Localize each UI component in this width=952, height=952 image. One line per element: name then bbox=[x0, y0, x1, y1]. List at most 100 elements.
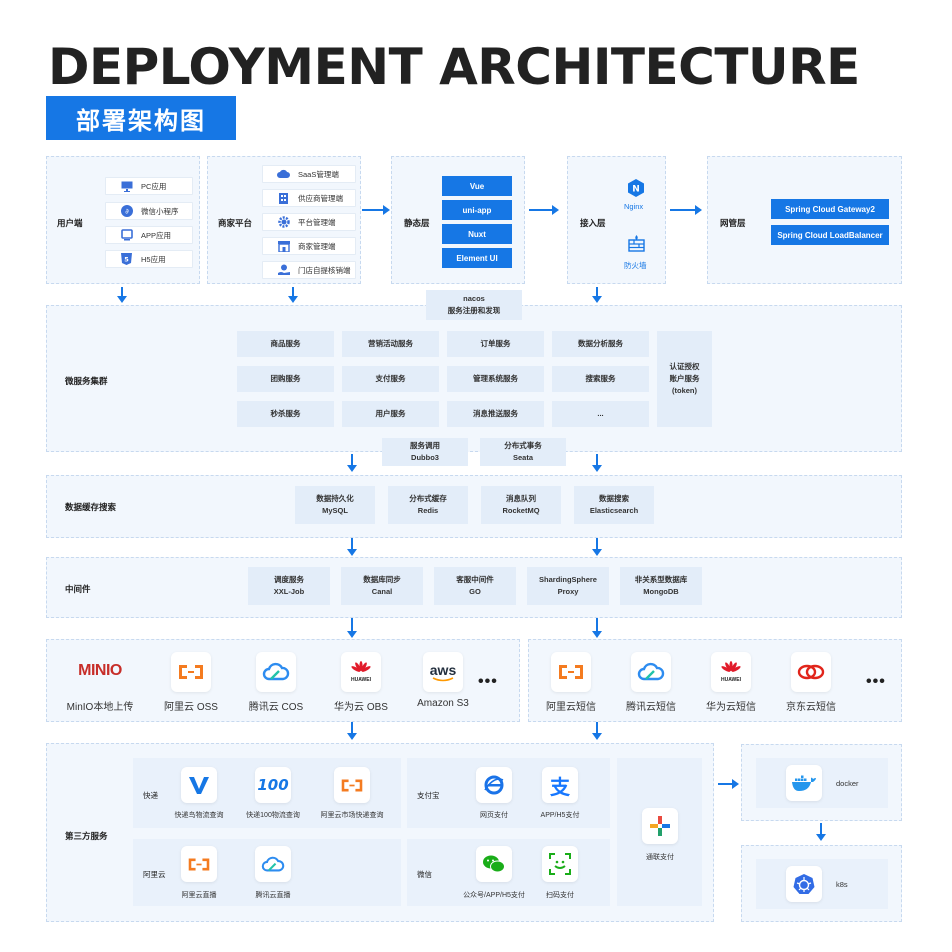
service-product[interactable]: 商品服务 bbox=[237, 331, 334, 357]
static-item-element-ui[interactable]: Element UI bbox=[442, 248, 512, 268]
sms-more: ••• bbox=[866, 673, 886, 690]
arrow-mw-down-right bbox=[592, 618, 602, 638]
service-search[interactable]: 搜索服务 bbox=[552, 366, 649, 392]
client-panel: 用户端 PC应用 ∂ 微信小程序 APP应用 5 H5应用 bbox=[46, 156, 200, 284]
data-elasticsearch[interactable]: 数据搜索 Elasticsearch bbox=[574, 486, 654, 524]
dubbo-box[interactable]: 服务调用 Dubbo3 bbox=[382, 438, 468, 466]
gateway-item-scg[interactable]: Spring Cloud Gateway2 bbox=[771, 199, 889, 219]
middleware-mongodb[interactable]: 非关系型数据库 MongoDB bbox=[620, 567, 702, 605]
minio-logo-text: MINIO bbox=[78, 662, 122, 679]
wechat-item-scan[interactable]: 扫码支付 bbox=[546, 892, 574, 899]
service-push[interactable]: 消息推送服务 bbox=[447, 401, 544, 427]
merchant-item-platform[interactable]: 平台管理端 bbox=[262, 213, 356, 231]
storage-item-aliyun-oss[interactable]: 阿里云 OSS bbox=[164, 702, 218, 713]
arrow-storage-down-left bbox=[347, 722, 357, 740]
seata-box[interactable]: 分布式事务 Seata bbox=[480, 438, 566, 466]
service-analytics[interactable]: 数据分析服务 bbox=[552, 331, 649, 357]
service-payment[interactable]: 支付服务 bbox=[342, 366, 439, 392]
arrow-docker-to-k8s bbox=[816, 823, 826, 841]
middleware-item-line1: 数据库同步 bbox=[363, 575, 401, 584]
seata-line2: Seata bbox=[512, 453, 533, 462]
middleware-xxljob[interactable]: 调度服务 XXL-Job bbox=[248, 567, 330, 605]
web-pay-logo bbox=[476, 767, 512, 803]
merchant-item-supplier[interactable]: 供应商管理端 bbox=[262, 189, 356, 207]
wechat-item-official[interactable]: 公众号/APP/H5支付 bbox=[463, 892, 525, 899]
live-item-aliyun[interactable]: 阿里云直播 bbox=[181, 892, 217, 899]
dubbo-line1: 服务调用 bbox=[410, 441, 440, 450]
merchant-label: 商家平台 bbox=[218, 218, 253, 228]
huawei-sms-logo: HUAWEI bbox=[711, 652, 751, 692]
express-item-aliyun[interactable]: 阿里云市场快递查询 bbox=[320, 812, 384, 819]
scan-pay-logo bbox=[542, 846, 578, 882]
huawei-obs-logo: HUAWEI bbox=[341, 652, 381, 692]
middleware-go[interactable]: 客服中间件 GO bbox=[434, 567, 516, 605]
data-layer-panel: 数据缓存搜索 bbox=[46, 475, 902, 538]
middleware-item-line2: Canal bbox=[371, 587, 393, 596]
service-admin[interactable]: 管理系统服务 bbox=[447, 366, 544, 392]
auth-line3: (token) bbox=[672, 386, 697, 395]
express-item-kuaidi100[interactable]: 快递100物流查询 bbox=[246, 812, 300, 819]
aliyun-express-logo bbox=[334, 767, 370, 803]
tencent-live-logo bbox=[255, 846, 291, 882]
client-item-h5[interactable]: 5 H5应用 bbox=[105, 250, 193, 268]
merchant-item-label: 供应商管理端 bbox=[298, 193, 343, 203]
allinpay-item[interactable]: 通联支付 bbox=[646, 854, 674, 861]
mobile-icon bbox=[120, 229, 133, 242]
middleware-item-line1: ShardingSphere bbox=[539, 575, 597, 584]
arrow-thirdparty-to-docker bbox=[718, 779, 739, 789]
client-item-wechat-mini[interactable]: ∂ 微信小程序 bbox=[105, 202, 193, 220]
service-flashsale[interactable]: 秒杀服务 bbox=[237, 401, 334, 427]
sms-item-aliyun[interactable]: 阿里云短信 bbox=[546, 702, 596, 713]
express-item-kdniao[interactable]: 快递鸟物流查询 bbox=[174, 812, 224, 819]
service-auth[interactable]: 认证授权 账户服务 (token) bbox=[657, 331, 712, 427]
service-groupbuy[interactable]: 团购服务 bbox=[237, 366, 334, 392]
client-item-app[interactable]: APP应用 bbox=[105, 226, 193, 244]
aws-logo-text: aws bbox=[429, 661, 457, 678]
merchant-item-pickup[interactable]: 门店自提核销端 bbox=[262, 261, 356, 279]
static-item-uniapp[interactable]: uni-app bbox=[442, 200, 512, 220]
data-redis[interactable]: 分布式缓存 Redis bbox=[388, 486, 468, 524]
middleware-item-line1: 调度服务 bbox=[274, 575, 304, 584]
data-mysql[interactable]: 数据持久化 MySQL bbox=[295, 486, 375, 524]
service-marketing[interactable]: 营销活动服务 bbox=[342, 331, 439, 357]
middleware-shardingsphere[interactable]: ShardingSphere Proxy bbox=[527, 567, 609, 605]
client-item-label: 微信小程序 bbox=[141, 206, 179, 216]
data-layer-label: 数据缓存搜索 bbox=[65, 502, 117, 512]
live-item-tencent[interactable]: 腾讯云直播 bbox=[255, 892, 291, 899]
alipay-item-web[interactable]: 网页支付 bbox=[480, 812, 508, 819]
storage-item-amazon-s3[interactable]: Amazon S3 bbox=[417, 698, 469, 709]
client-item-pc[interactable]: PC应用 bbox=[105, 177, 193, 195]
arrow-client-down bbox=[117, 287, 127, 303]
data-item-line1: 分布式缓存 bbox=[409, 494, 447, 503]
arrow-access-to-gateway bbox=[670, 205, 702, 215]
merchant-item-store[interactable]: 商家管理端 bbox=[262, 237, 356, 255]
nacos-box[interactable]: nacos 服务注册和发现 bbox=[426, 290, 522, 320]
docker-logo bbox=[786, 765, 822, 801]
middleware-item-line1: 客服中间件 bbox=[456, 575, 494, 584]
data-item-line1: 数据持久化 bbox=[316, 494, 354, 503]
gateway-item-loadbalancer[interactable]: Spring Cloud LoadBalancer bbox=[771, 225, 889, 245]
nginx-icon: N bbox=[627, 179, 645, 202]
middleware-canal[interactable]: 数据库同步 Canal bbox=[341, 567, 423, 605]
alipay-item-app[interactable]: APP/H5支付 bbox=[540, 812, 580, 819]
sms-item-tencent[interactable]: 腾讯云短信 bbox=[626, 702, 676, 713]
sms-item-jdcloud[interactable]: 京东云短信 bbox=[786, 702, 836, 713]
service-order[interactable]: 订单服务 bbox=[447, 331, 544, 357]
static-item-vue[interactable]: Vue bbox=[442, 176, 512, 196]
storage-item-huawei-obs[interactable]: 华为云 OBS bbox=[334, 702, 388, 713]
microservices-label: 微服务集群 bbox=[65, 376, 108, 386]
merchant-item-label: 平台管理端 bbox=[298, 217, 336, 227]
data-rocketmq[interactable]: 消息队列 RocketMQ bbox=[481, 486, 561, 524]
merchant-item-saas[interactable]: SaaS管理端 bbox=[262, 165, 356, 183]
arrow-mw-down-left bbox=[347, 618, 357, 638]
sms-item-huawei[interactable]: 华为云短信 bbox=[706, 702, 756, 713]
store-icon bbox=[277, 240, 290, 253]
svg-text:∂: ∂ bbox=[125, 208, 129, 216]
storage-item-minio[interactable]: MinIO本地上传 bbox=[66, 702, 134, 713]
service-user[interactable]: 用户服务 bbox=[342, 401, 439, 427]
storage-item-tencent-cos[interactable]: 腾讯云 COS bbox=[248, 702, 304, 713]
nacos-desc: 服务注册和发现 bbox=[447, 306, 501, 315]
hand-icon bbox=[277, 264, 290, 277]
middleware-item-line2: GO bbox=[469, 587, 481, 596]
static-item-nuxt[interactable]: Nuxt bbox=[442, 224, 512, 244]
